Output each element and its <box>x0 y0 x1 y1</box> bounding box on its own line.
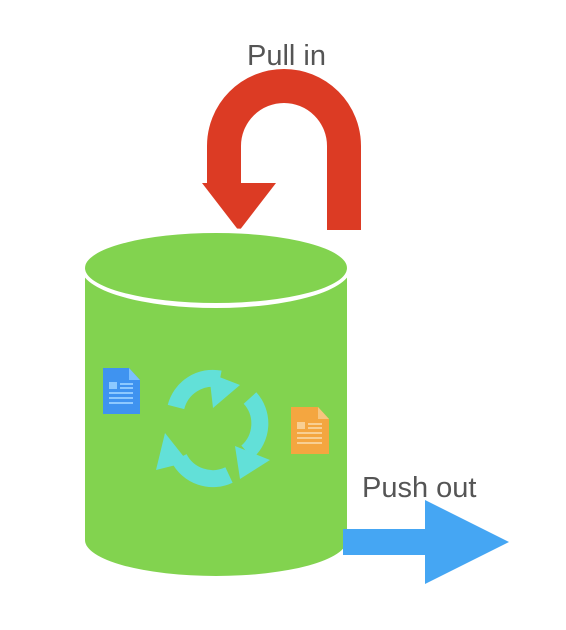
orange-doc-line-4 <box>297 437 322 439</box>
pull-arrow-shaft <box>207 69 361 230</box>
cylinder-body <box>85 268 347 576</box>
orange-doc-line-1 <box>308 423 322 425</box>
cylinder-icon <box>81 228 351 576</box>
recycle-arrow-head-3 <box>156 433 188 470</box>
blue-doc-line-1 <box>120 383 133 385</box>
blue-doc-line-3 <box>109 392 133 394</box>
pull-arrow-head <box>202 183 276 231</box>
blue-document-icon <box>103 368 140 414</box>
recycle-arc-3 <box>171 453 233 488</box>
recycle-arrow-head-2 <box>235 446 270 479</box>
orange-doc-line-5 <box>297 442 322 444</box>
cylinder-top <box>85 233 347 303</box>
push-out-label: Push out <box>362 472 477 504</box>
push-out-arrow-icon <box>343 500 509 584</box>
recycle-arc-2 <box>241 392 269 459</box>
push-arrow-head <box>425 500 509 584</box>
orange-doc-image <box>297 422 305 429</box>
orange-document-icon <box>291 407 329 454</box>
recycle-icon <box>156 369 270 488</box>
orange-doc-fold <box>318 407 329 419</box>
orange-doc-line-2 <box>308 427 322 429</box>
pull-in-arrow-icon <box>202 69 361 231</box>
blue-doc-line-4 <box>109 397 133 399</box>
blue-doc-line-5 <box>109 402 133 404</box>
blue-doc-fold <box>129 368 140 380</box>
blue-doc-image <box>109 382 117 389</box>
push-arrow-shaft <box>343 529 429 555</box>
pull-in-label: Pull in <box>247 40 326 72</box>
orange-doc-line-3 <box>297 432 322 434</box>
blue-doc-line-2 <box>120 387 133 389</box>
recycle-arrow-head-1 <box>209 373 240 408</box>
